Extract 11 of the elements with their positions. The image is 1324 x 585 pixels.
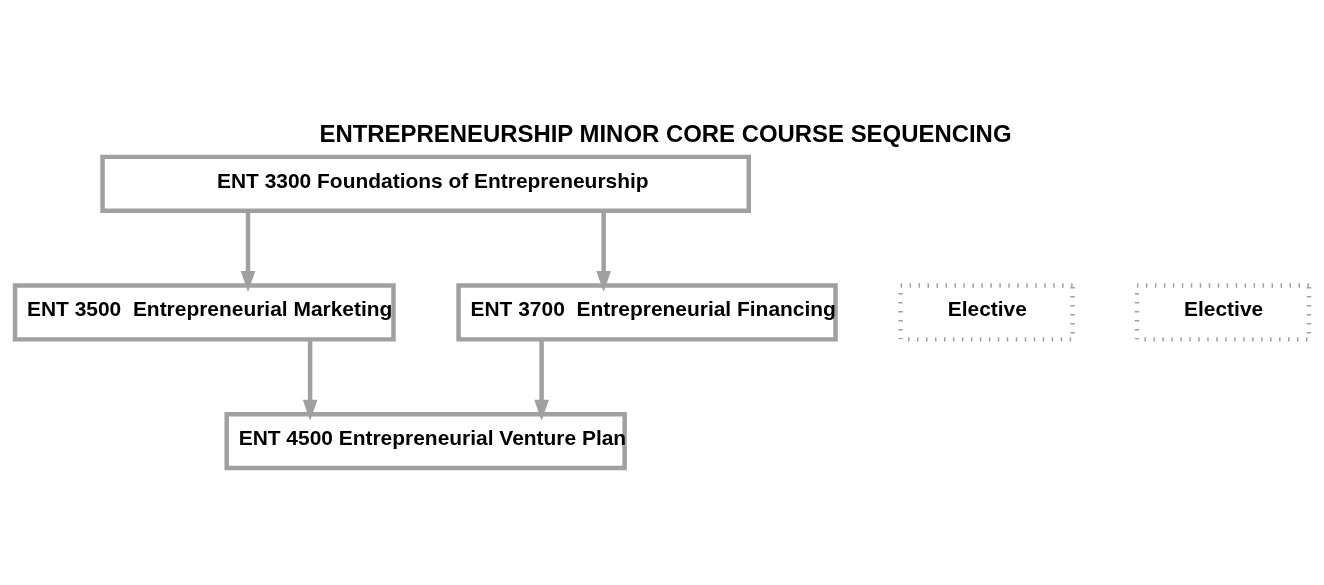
node-box: ENT 4500 Entrepreneurial Venture Plan [224,411,627,470]
node-box: ENT 3500 Entrepreneurial Marketing [12,282,396,342]
arrow [596,210,611,292]
node-box: ENT 3300 Foundations of Entrepreneurship [100,154,751,213]
node-box: ENT 3700 Entrepreneurial Financing [456,282,838,342]
arrow [534,339,549,421]
arrow [302,339,318,421]
node-box: Elective [898,282,1075,342]
node-box: Elective [1134,282,1312,342]
arrow [240,210,256,292]
diagram-title: ENTREPRENEURSHIP MINOR CORE COURSE SEQUENCING [319,119,1012,147]
